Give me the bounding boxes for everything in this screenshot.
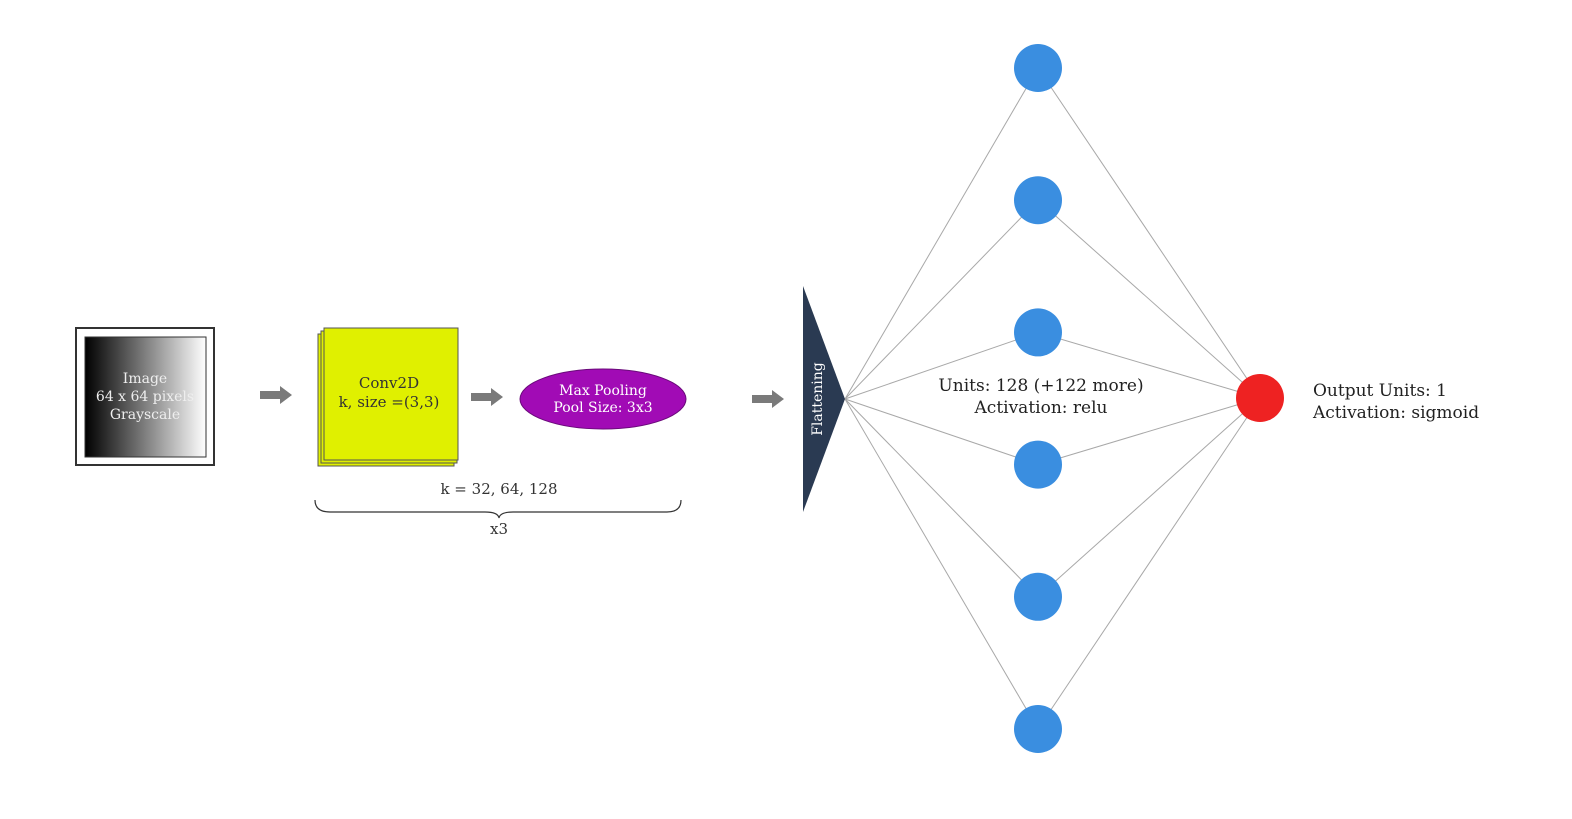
connection-line	[1037, 199, 1261, 399]
hidden-node	[1014, 176, 1062, 225]
hidden-node	[1014, 440, 1062, 489]
connection-line	[844, 331, 1039, 400]
grayscale-image	[84, 336, 207, 458]
curly-brace	[314, 499, 682, 519]
hidden-layer-text: Units: 128 (+122 more) Activation: relu	[938, 376, 1143, 418]
connection-line	[1037, 67, 1261, 399]
arrow-icon	[260, 386, 292, 404]
image-size-label: 64 x 64 pixels	[96, 389, 194, 405]
arrow-icon	[471, 388, 503, 406]
conv2d-block: Conv2D k, size =(3,3)	[317, 327, 459, 467]
connection-line	[844, 398, 1039, 730]
flatten-triangle	[803, 286, 845, 512]
conv-layer-front	[323, 327, 459, 461]
flatten-label: Flattening	[810, 362, 826, 436]
filters-label: k = 32, 64, 128	[440, 480, 557, 498]
image-label: Image	[123, 371, 167, 387]
hidden-node	[1014, 572, 1062, 621]
connection-line	[1037, 397, 1261, 466]
max-pooling-block: Max Pooling Pool Size: 3x3	[519, 368, 687, 430]
hidden-node	[1014, 44, 1062, 92]
image-mode-label: Grayscale	[110, 407, 180, 423]
conv-kernel-label: k, size =(3,3)	[339, 393, 440, 411]
output-units-label: Output Units: 1	[1313, 381, 1447, 401]
connection-line	[844, 67, 1039, 400]
hidden-node	[1014, 308, 1062, 357]
neuron-connections	[844, 67, 1261, 730]
connection-line	[1037, 397, 1261, 730]
connection-line	[844, 199, 1039, 400]
connection-line	[844, 398, 1039, 598]
image-input-block: Image 64 x 64 pixels Grayscale	[75, 327, 215, 466]
repeat-count-label: x3	[490, 520, 508, 538]
hidden-activation-label: Activation: relu	[974, 398, 1108, 418]
output-node	[1236, 374, 1284, 422]
connection-line	[1037, 397, 1261, 598]
output-layer-text: Output Units: 1 Activation: sigmoid	[1312, 381, 1479, 423]
conv-title: Conv2D	[359, 374, 419, 392]
flattening-layer: Flattening	[803, 286, 845, 512]
connection-line	[1037, 331, 1261, 399]
repeat-brace-group: k = 32, 64, 128 x3	[314, 480, 682, 538]
pooling-title: Max Pooling	[559, 383, 647, 399]
hidden-layer-nodes	[1014, 44, 1062, 753]
hidden-units-label: Units: 128 (+122 more)	[938, 376, 1143, 396]
connection-line	[844, 398, 1039, 466]
hidden-node	[1014, 705, 1062, 753]
pooling-size-label: Pool Size: 3x3	[553, 400, 652, 416]
arrow-icon	[752, 390, 784, 408]
output-activation-label: Activation: sigmoid	[1312, 403, 1479, 423]
pooling-ellipse	[519, 368, 687, 430]
